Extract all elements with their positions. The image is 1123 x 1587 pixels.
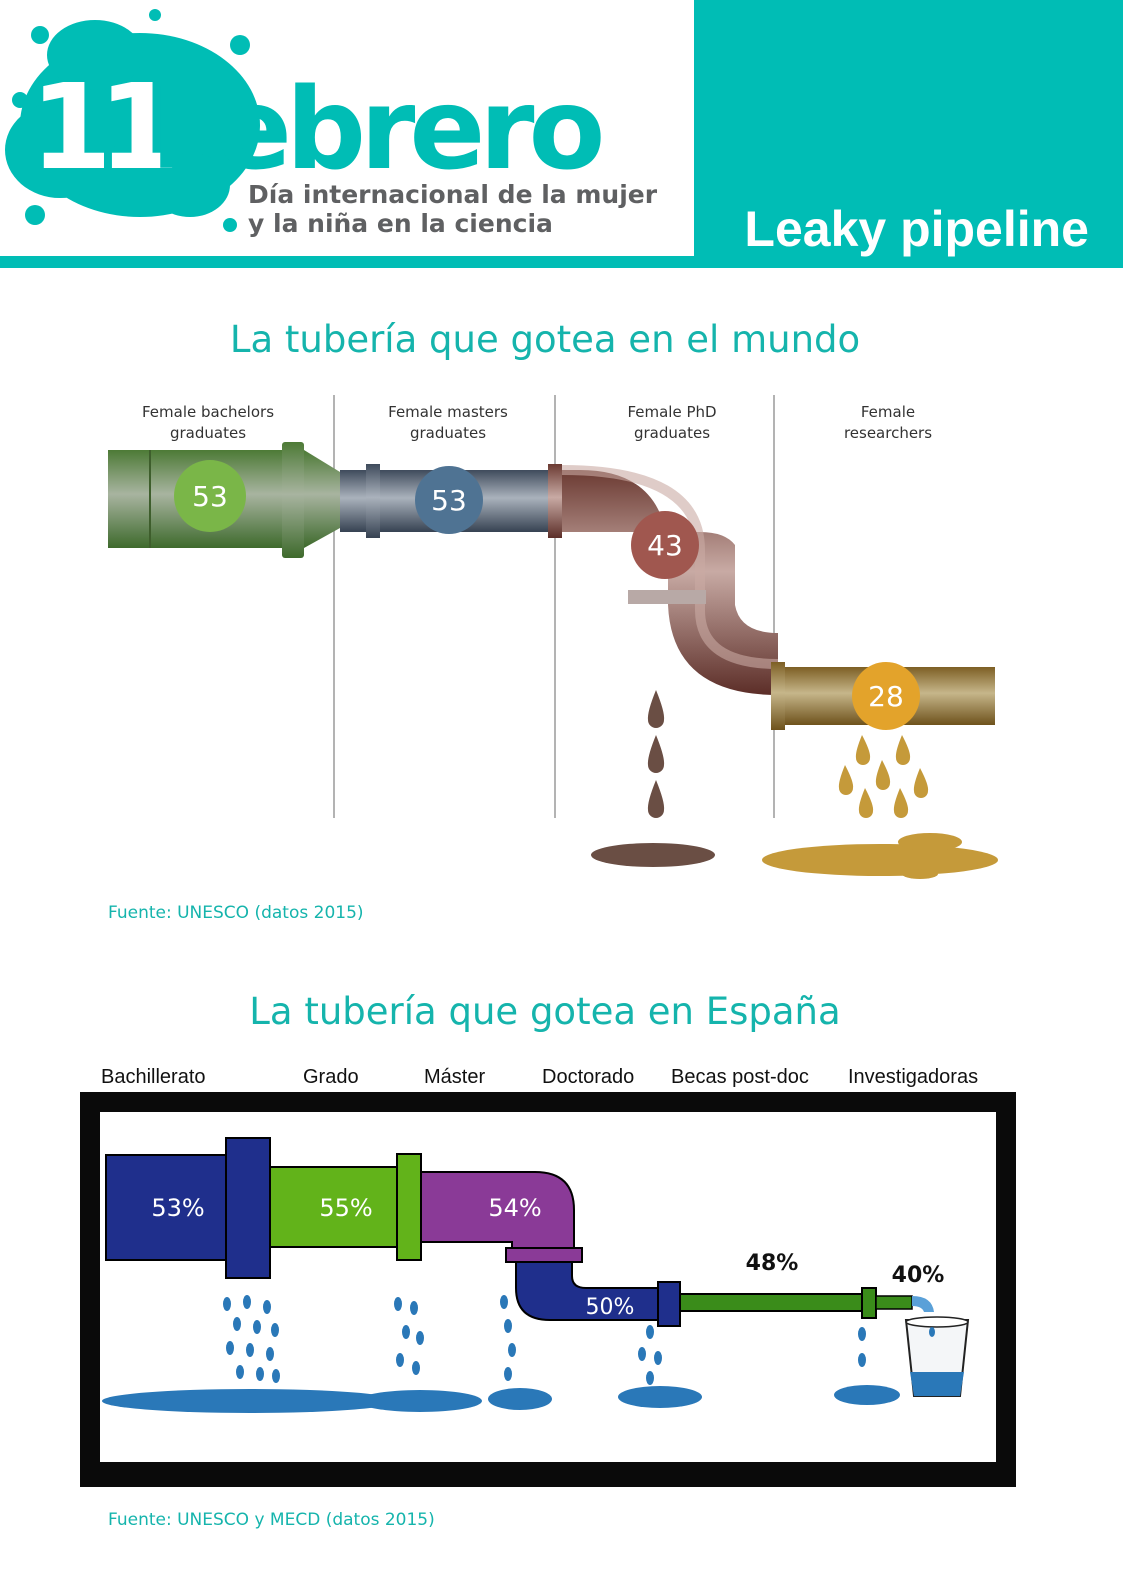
logo-word: Febrero [150, 65, 602, 195]
spain-stage-label-grado: Grado [303, 1066, 359, 1088]
world-stage-label-researchers: Female researchers [808, 402, 968, 444]
water-glass-icon [904, 1316, 970, 1397]
world-stage-label-line1: Female [860, 403, 916, 421]
spain-value-investigadoras: 40% [892, 1263, 945, 1288]
world-stage-label-line2: researchers [843, 424, 933, 442]
spain-value-doctorado: 50% [586, 1295, 635, 1320]
logo-number: 11 [30, 58, 172, 196]
logo-subtitle-line1: Día internacional de la mujer [248, 180, 658, 209]
spain-section-title: La tubería que gotea en España [249, 990, 841, 1033]
spain-pipeline-illustration: 53% 55% 54% 50% 48% 40% [80, 1092, 1016, 1487]
world-value-circle-masters [415, 466, 483, 534]
spain-value-bachillerato: 53% [151, 1194, 204, 1222]
pipe-flange [282, 442, 304, 558]
splash-icon [5, 9, 260, 232]
spain-value-master: 54% [488, 1194, 541, 1222]
world-value-circle-phd [631, 511, 699, 579]
brown-drops [591, 690, 715, 867]
spain-stage-label-master: Máster [424, 1066, 486, 1088]
world-stage-label-line1: Female bachelors [141, 403, 275, 421]
gold-drops [762, 735, 998, 879]
pipe-segment-phd [562, 470, 778, 695]
spain-stage-label-becas: Becas post-doc [671, 1066, 809, 1088]
spain-source: Fuente: UNESCO y MECD (datos 2015) [108, 1510, 435, 1530]
header-accent-panel [694, 0, 1123, 268]
pipe-flange [861, 1287, 877, 1319]
pipe-flange [548, 464, 562, 538]
world-value-circle-researchers [852, 662, 920, 730]
pipe-segment-investigadoras [875, 1295, 913, 1310]
world-pipeline-illustration: 53 53 43 28 [108, 395, 998, 879]
pipe-segment-phd-bend [561, 465, 779, 669]
pipe-reducer [304, 450, 340, 548]
pipe-flange [505, 1247, 583, 1263]
spain-value-grado: 55% [319, 1194, 372, 1222]
world-stage-label-line1: Female PhD [627, 403, 717, 421]
pipe-flange [628, 590, 706, 604]
header-divider-bar [0, 256, 1123, 268]
world-stage-label-line2: graduates [633, 424, 711, 442]
world-stage-label-bachelors: Female bachelors graduates [128, 402, 288, 444]
water-drops [223, 1295, 866, 1385]
pipe-flange [657, 1281, 681, 1327]
spain-stage-label-investigadoras: Investigadoras [848, 1066, 979, 1088]
pipe-segment-bachillerato [105, 1154, 232, 1261]
world-stage-label-line2: graduates [169, 424, 247, 442]
logo: 11 Febrero Día internacional de la mujer… [5, 9, 658, 238]
pipe-flange [225, 1137, 271, 1279]
world-value-phd: 43 [647, 529, 683, 562]
pipe-flange [771, 662, 785, 730]
pipe-flange [366, 464, 380, 538]
world-value-researchers: 28 [868, 680, 904, 713]
world-stage-label-masters: Female masters graduates [368, 402, 528, 444]
water-puddles [102, 1385, 900, 1413]
pipe-flange [396, 1153, 422, 1261]
world-stage-label-line2: graduates [409, 424, 487, 442]
world-stage-label-phd: Female PhD graduates [592, 402, 752, 444]
world-value-circle-bachelors [174, 460, 246, 532]
spain-value-becas: 48% [746, 1251, 799, 1276]
world-source: Fuente: UNESCO (datos 2015) [108, 903, 364, 923]
world-section-title: La tubería que gotea en el mundo [229, 318, 861, 361]
pipe-segment-grado [269, 1166, 401, 1248]
logo-subtitle-line2: y la niña en la ciencia [248, 209, 553, 238]
spain-stage-label-doctorado: Doctorado [542, 1066, 635, 1088]
world-stage-label-line1: Female masters [388, 403, 508, 421]
pipe-segment-becas [679, 1293, 865, 1312]
page-title: Leaky pipeline [744, 201, 1089, 257]
world-value-bachelors: 53 [192, 480, 228, 513]
faucet-spout [912, 1296, 934, 1312]
world-value-masters: 53 [431, 484, 467, 517]
spain-stage-label-bachillerato: Bachillerato [101, 1066, 206, 1088]
